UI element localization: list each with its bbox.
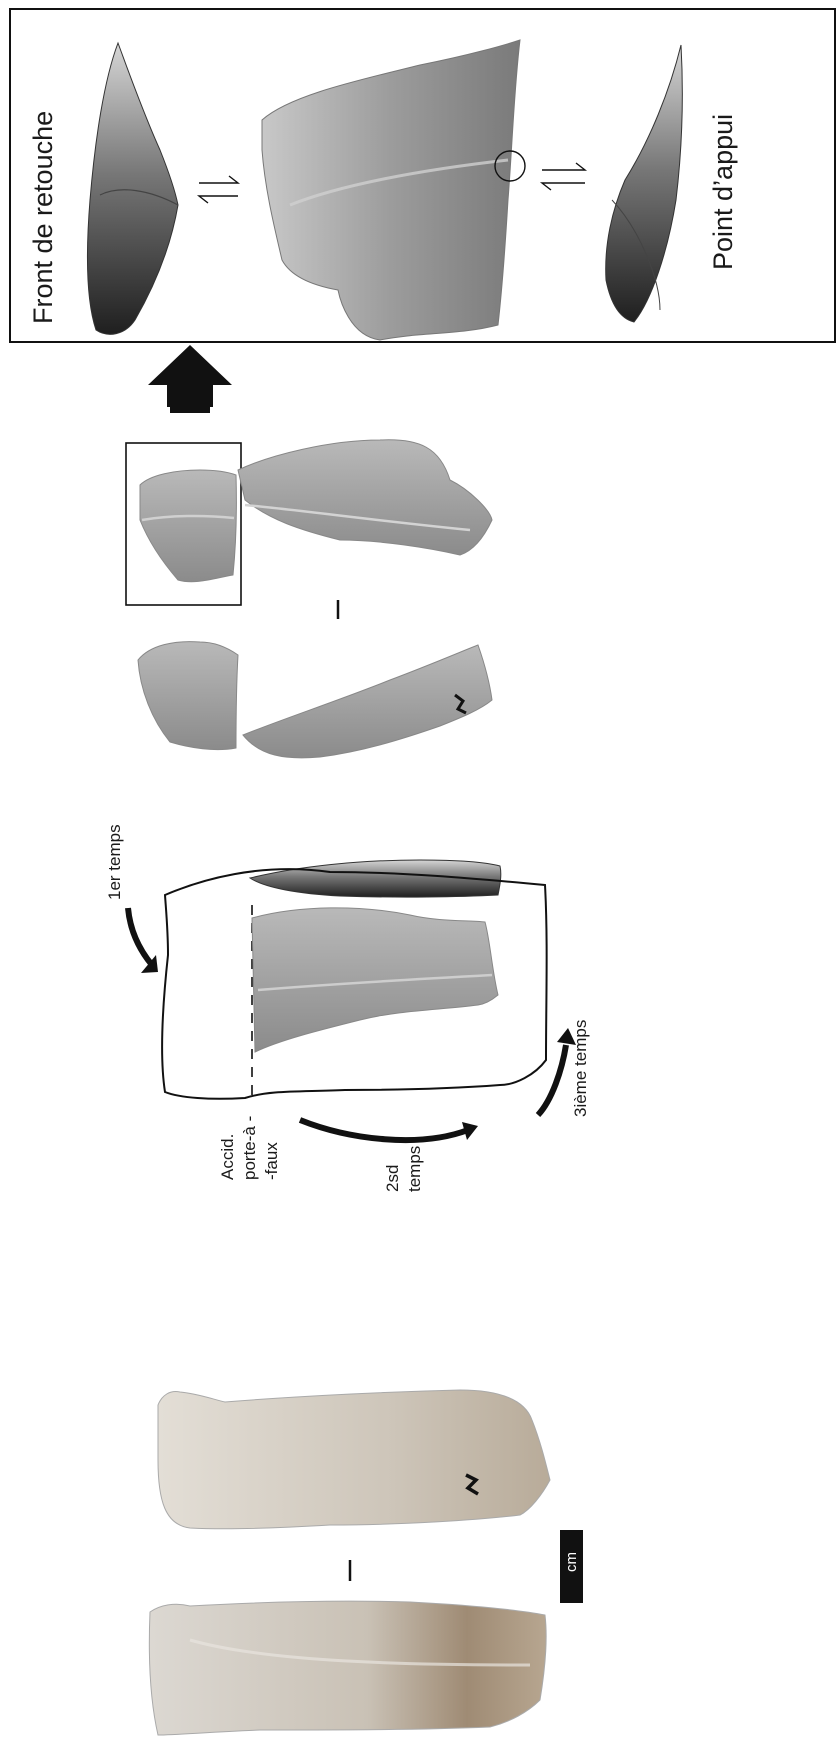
scale-bar-unit: cm <box>563 1552 580 1572</box>
blade-photo-lower <box>149 1601 546 1735</box>
sequence-arrow-first-icon <box>128 908 158 973</box>
remaining-flake-fragment <box>252 908 498 1052</box>
label-accident-line1: Accid. <box>218 1134 237 1180</box>
label-accident-line2: porte-à - <box>240 1116 259 1180</box>
label-point-d-appui: Point d’appui <box>708 114 738 270</box>
label-front-de-retouche: Front de retouche <box>28 111 58 324</box>
refit-fragment-lower-a <box>138 642 238 750</box>
label-second-time-line1: 2sd <box>383 1165 402 1192</box>
refit-fragment-lower-b <box>243 645 492 758</box>
edge-view-right <box>606 45 683 322</box>
label-second-time-line2: temps <box>405 1146 424 1192</box>
label-accident-line3: -faux <box>262 1142 281 1180</box>
label-first-time: 1er temps <box>105 824 124 900</box>
edge-view-left <box>88 43 178 334</box>
label-third-time: 3ième temps <box>571 1020 590 1117</box>
refit-fragment-upper-a <box>140 470 236 582</box>
fragment-large-view <box>262 40 525 340</box>
rotation-arrow-left-icon <box>199 176 238 203</box>
blade-photo-upper <box>158 1390 550 1529</box>
sequence-arrow-second-icon <box>300 1120 478 1140</box>
refit-fragment-upper-b <box>238 440 492 555</box>
rotation-arrow-right-icon <box>542 163 585 190</box>
enlargement-arrow-icon <box>148 345 232 413</box>
